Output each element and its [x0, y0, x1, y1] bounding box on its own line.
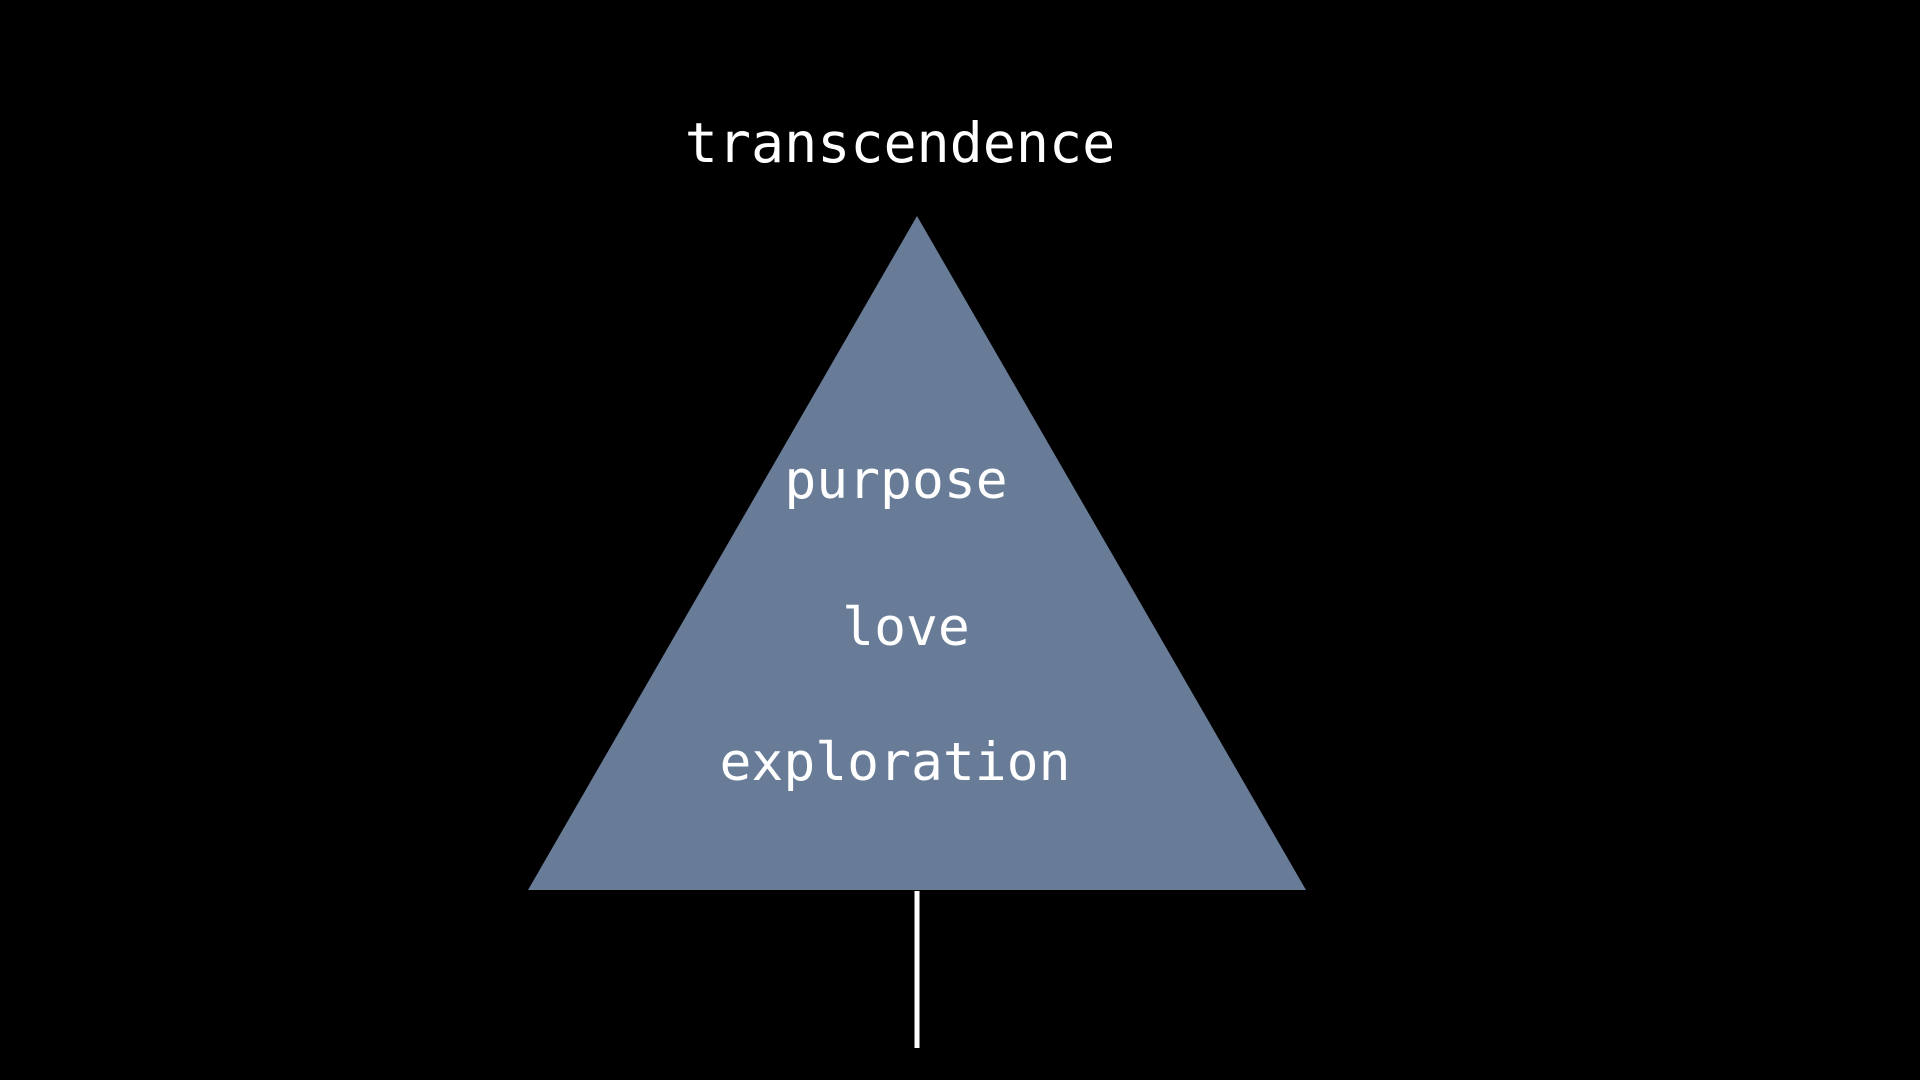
level-label-exploration: exploration — [719, 732, 1071, 793]
level-label-love: love — [842, 597, 970, 658]
pyramid-triangle — [528, 216, 1306, 890]
level-label-purpose: purpose — [784, 450, 1008, 511]
top-label-transcendence: transcendence — [684, 111, 1116, 175]
